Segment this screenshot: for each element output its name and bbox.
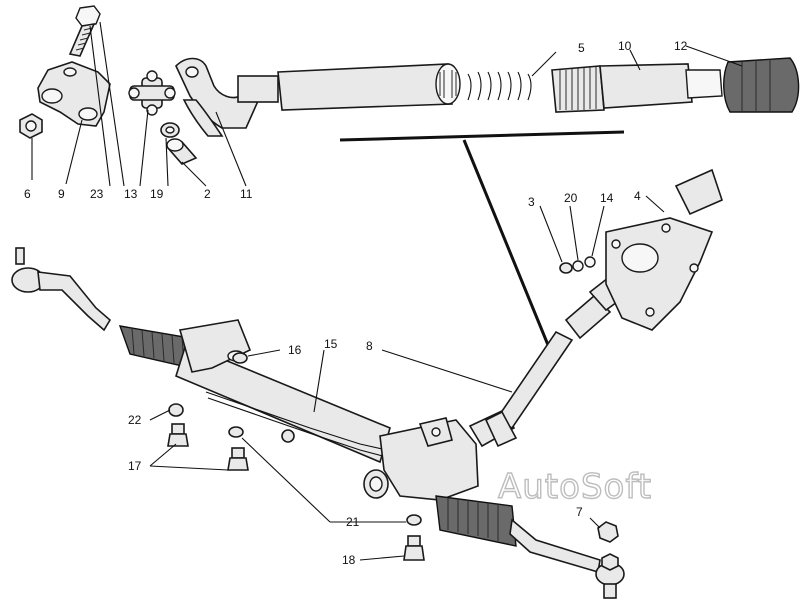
callout-labels: 6 9 23 13 19 2 11 5 10 12 3 20 14 4 16 1… xyxy=(24,39,688,567)
right-bellows-boot xyxy=(435,495,517,547)
bolt-part-1 xyxy=(68,5,101,57)
intermediate-shaft-tube xyxy=(277,63,461,111)
steering-rack-assembly xyxy=(11,168,723,599)
callout-12: 12 xyxy=(674,39,688,53)
assembly-pointer xyxy=(462,139,550,346)
callout-14: 14 xyxy=(600,191,614,205)
left-tie-rod-end xyxy=(11,247,112,332)
spring-part-5 xyxy=(467,71,532,101)
washer-part-20 xyxy=(572,260,584,272)
callout-22: 22 xyxy=(128,413,142,427)
fork-yoke-part-11 xyxy=(175,57,279,137)
callout-18: 18 xyxy=(342,553,356,567)
callout-10: 10 xyxy=(618,39,632,53)
callout-11: 11 xyxy=(240,187,253,201)
leader-lines xyxy=(31,21,743,561)
callout-7: 7 xyxy=(576,505,583,519)
callout-15: 15 xyxy=(324,337,338,351)
callout-4: 4 xyxy=(634,189,641,203)
callout-21: 21 xyxy=(346,515,360,529)
clamp-yoke-part-9 xyxy=(37,61,111,127)
callout-19: 19 xyxy=(150,187,164,201)
hydraulic-lines-part-15 xyxy=(205,391,399,461)
assembly-bar xyxy=(339,130,625,142)
callout-3: 3 xyxy=(528,195,535,209)
nut-part-7 xyxy=(597,521,619,543)
splined-shaft-part-10 xyxy=(551,63,723,113)
washer-part-21b xyxy=(406,514,422,526)
callout-8: 8 xyxy=(366,339,373,353)
callout-5: 5 xyxy=(578,41,585,55)
watermark: AutoSoft xyxy=(498,467,652,507)
bolt-part-17b xyxy=(227,447,249,471)
callout-20: 20 xyxy=(564,191,578,205)
exploded-steering-shaft xyxy=(19,5,800,165)
callout-9: 9 xyxy=(58,187,65,201)
washer-part-16 xyxy=(232,352,248,364)
washer-part-21a xyxy=(228,426,244,438)
callout-16: 16 xyxy=(288,343,302,357)
bolt-part-17a xyxy=(167,423,189,447)
seal-part-19 xyxy=(160,122,180,138)
bushing-part-2 xyxy=(166,138,198,165)
rubber-boot-part-12 xyxy=(723,57,800,113)
nut-part-6 xyxy=(19,113,43,139)
nut-part-22 xyxy=(168,403,184,417)
nut-part-3 xyxy=(559,262,573,274)
flange-part-4 xyxy=(605,168,723,331)
washer-part-14 xyxy=(584,256,596,268)
callout-13: 13 xyxy=(124,187,138,201)
rack-housing xyxy=(175,319,391,464)
right-tie-rod xyxy=(509,518,625,599)
callout-17: 17 xyxy=(128,459,142,473)
bolt-part-18 xyxy=(403,535,425,561)
callout-2: 2 xyxy=(204,187,211,201)
callout-6: 6 xyxy=(24,187,31,201)
callout-23: 23 xyxy=(90,187,104,201)
spider-cross-part-13 xyxy=(128,70,176,116)
